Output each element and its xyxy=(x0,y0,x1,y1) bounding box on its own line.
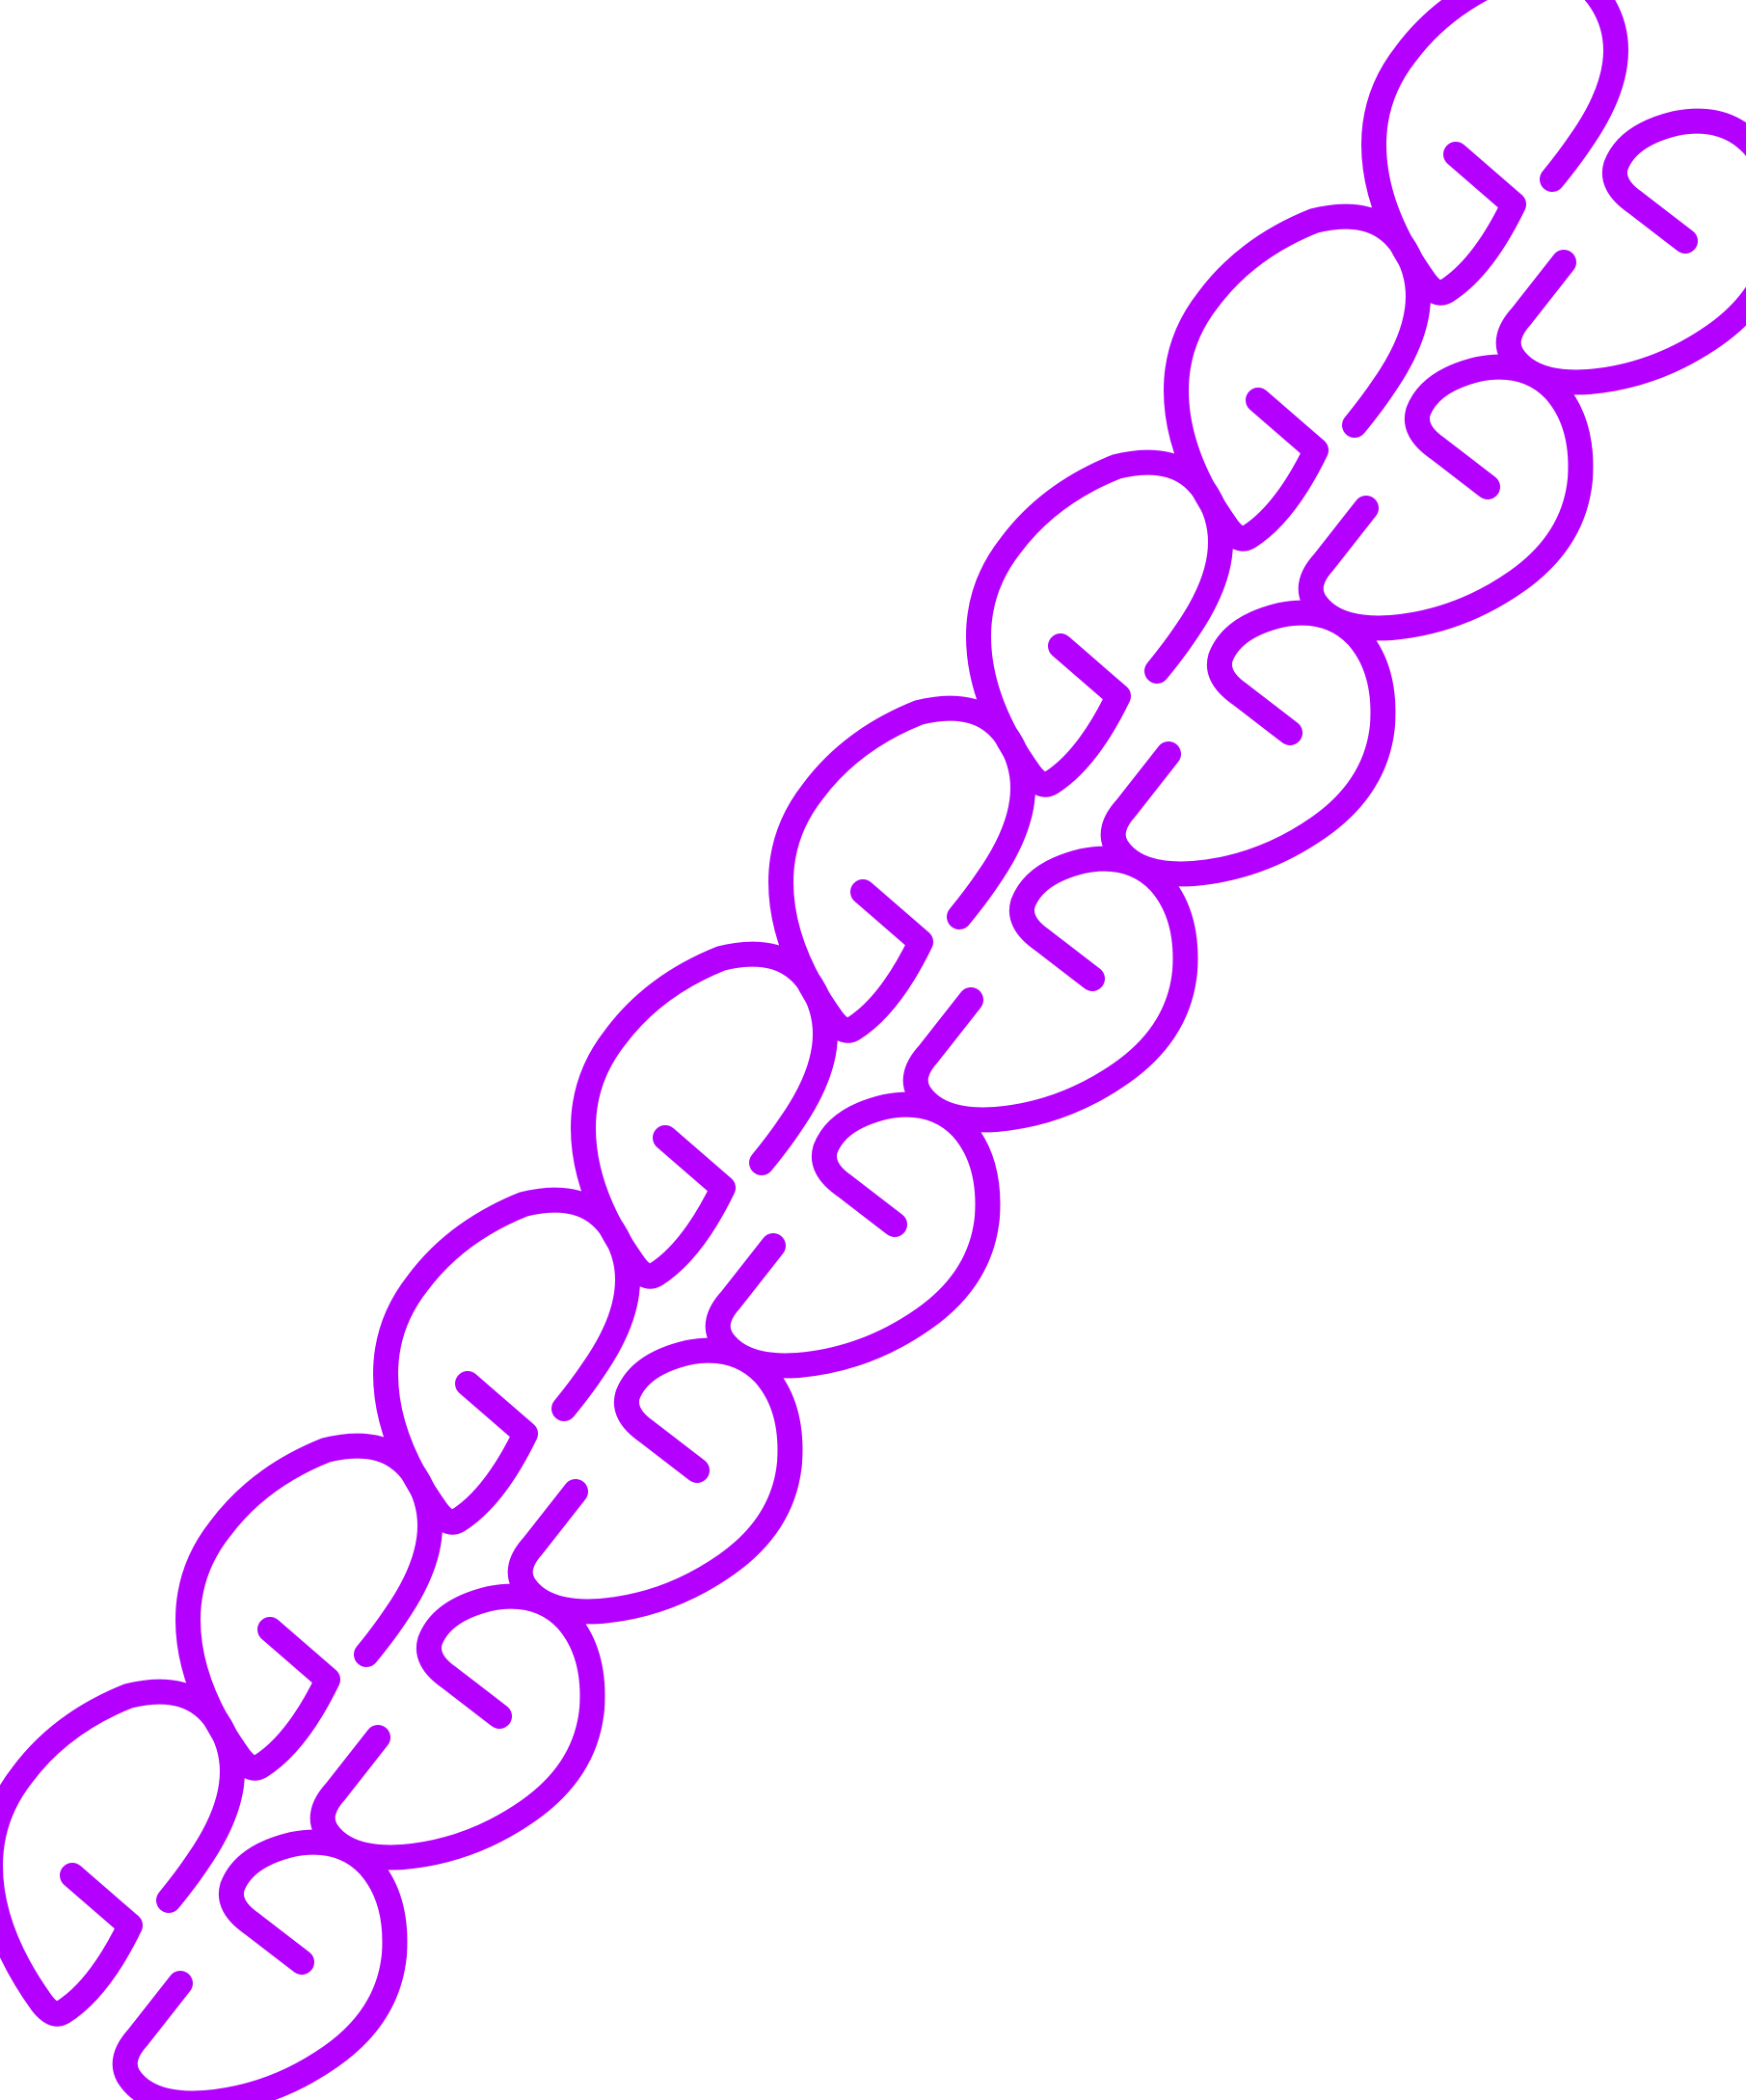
chain-hook-lower xyxy=(323,1597,593,1858)
chain-hook-lower xyxy=(1114,613,1383,875)
chain-hook-lower xyxy=(1509,121,1746,383)
chain-hook-upper xyxy=(979,463,1221,785)
chain-hook-upper xyxy=(188,1446,430,1768)
chain-hook-upper xyxy=(1176,217,1418,539)
chain-hook-lower xyxy=(718,1105,988,1366)
chain-hook-lower xyxy=(125,1843,395,2100)
chain-hook-upper xyxy=(0,1692,232,2014)
chain-hook-upper xyxy=(583,955,825,1277)
chain-hook-lower xyxy=(916,859,1186,1120)
chain-hook-lower xyxy=(521,1351,791,1612)
chain-hook-upper xyxy=(386,1200,628,1522)
chain-hook-upper xyxy=(781,709,1023,1031)
chain-hook-upper xyxy=(1374,0,1616,293)
chain-hook-lower xyxy=(1311,367,1581,629)
